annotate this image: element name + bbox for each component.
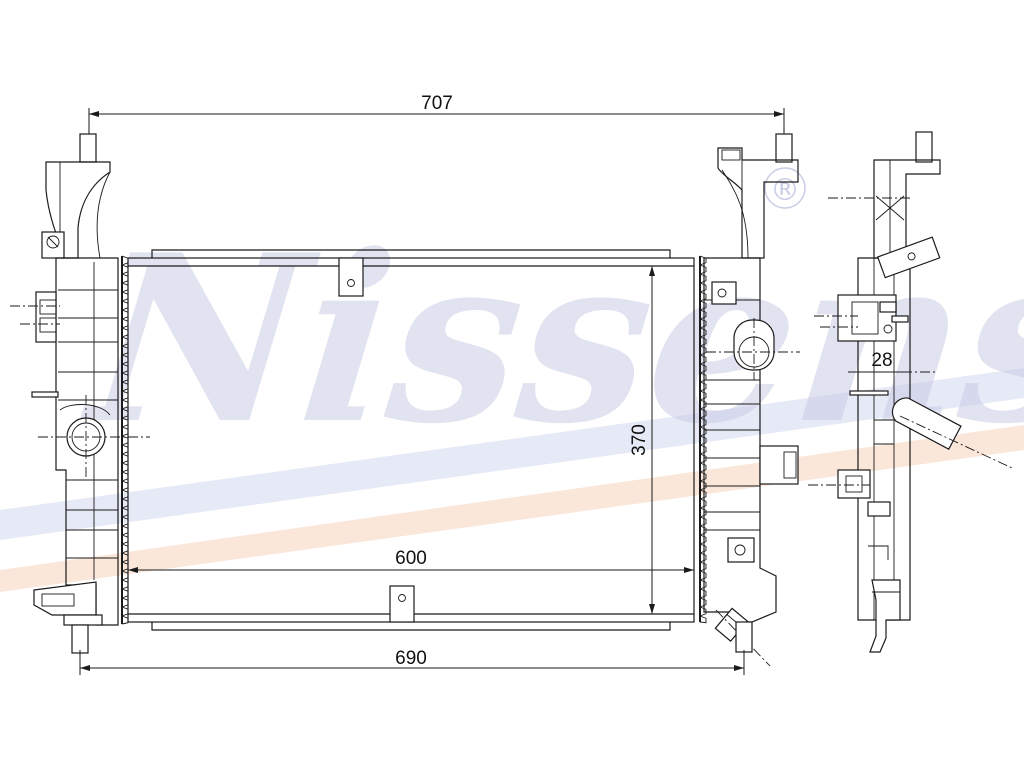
dimension-label-600: 600 xyxy=(395,548,427,569)
side-view: 28 xyxy=(808,131,1013,653)
top-mount-bracket xyxy=(338,257,364,297)
comb-spine xyxy=(121,256,123,624)
dimension-core-width: 600 xyxy=(128,548,694,573)
left-tank-comb xyxy=(120,255,129,625)
comb-spine xyxy=(699,256,701,622)
radiator-core xyxy=(127,249,695,631)
bottom-mount-bracket xyxy=(389,585,415,623)
dimension-core-height: 370 xyxy=(629,266,655,614)
left-header-tank xyxy=(10,133,150,654)
comb-teeth xyxy=(698,255,707,624)
watermark-stripe-blue xyxy=(0,368,1024,540)
comb-teeth xyxy=(120,255,129,625)
right-header-tank xyxy=(703,133,800,667)
registered-mark-ring xyxy=(764,167,806,209)
dimension-label-690: 690 xyxy=(395,648,427,669)
dimension-label-370: 370 xyxy=(629,424,650,456)
dimension-label-28: 28 xyxy=(871,350,892,371)
dimension-overall-width: 707 xyxy=(88,93,785,134)
brand-watermark: Nissens ® xyxy=(0,167,1024,592)
dimension-label-707: 707 xyxy=(421,93,453,114)
registered-mark: ® xyxy=(770,173,800,208)
right-tank-comb xyxy=(698,255,707,624)
dimension-mount-width: 690 xyxy=(79,648,745,675)
